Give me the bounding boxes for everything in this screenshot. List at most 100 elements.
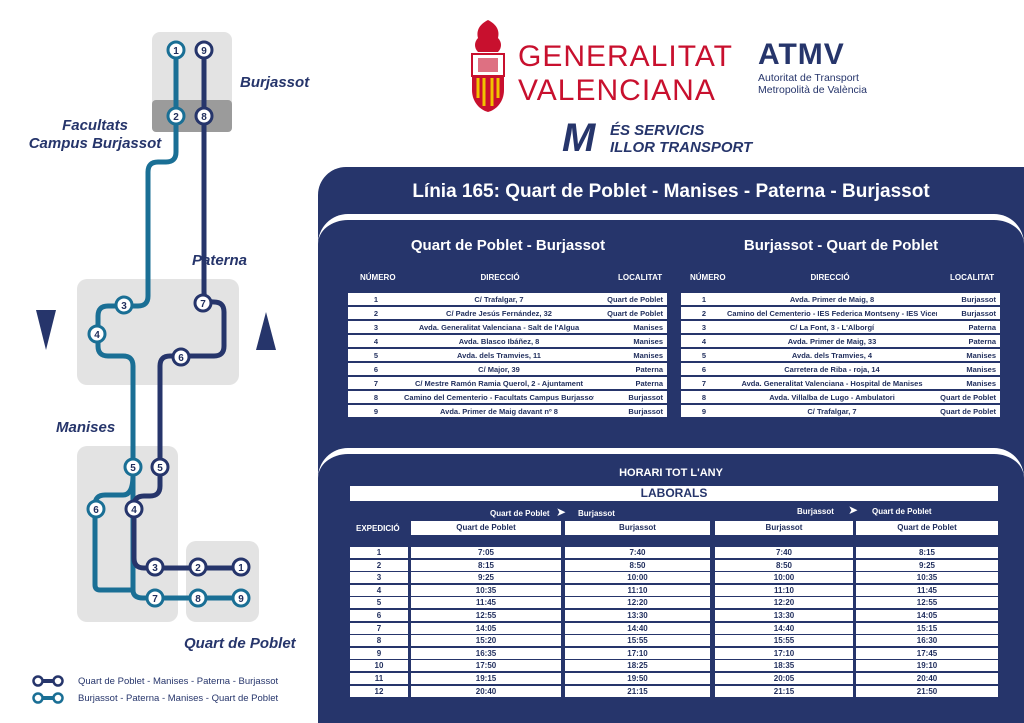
schedule-time-cell: 14:05 (411, 622, 561, 634)
qb-stop-5 (150, 457, 170, 477)
gva-logo: GENERALITAT VALENCIANA (466, 18, 732, 118)
slogan-line2: ILLOR TRANSPORT (610, 139, 753, 156)
qb-stop-num: 2 (373, 308, 379, 318)
schedule-time-cell: 17:45 (856, 647, 998, 659)
schedule-subtitle: LABORALS (350, 486, 998, 501)
slogan-mark: M (562, 116, 596, 160)
zone-quart (186, 541, 259, 622)
svg-text:2: 2 (173, 112, 179, 123)
bq-stop-direction: Avda. Generalitat Valenciana - Hospital … (741, 378, 923, 388)
bq-stop-locality: Manises (966, 364, 996, 374)
bq-stop-num: 6 (701, 364, 707, 374)
bq-stop-locality: Paterna (968, 322, 996, 332)
dir1-to: Burjassot (578, 509, 615, 518)
atmv-title: ATMV (758, 38, 845, 71)
bq-stop-locality: Burjassot (961, 308, 996, 318)
dir2-arrow-icon: ➤ (848, 503, 859, 517)
col-header-3: Burjassot (715, 521, 853, 535)
qb-stop-direction: Camino del Cementerio - Facultats Campus… (404, 392, 594, 402)
svg-text:4: 4 (131, 505, 137, 516)
qb-stop-locality: Quart de Poblet (607, 308, 663, 318)
schedule-time-cell: 7:05 (411, 547, 561, 558)
bq-stop-num: 1 (701, 294, 707, 304)
dir2-from: Burjassot (797, 507, 834, 516)
schedule-time-cell: 18:35 (715, 660, 853, 672)
qb-stop-locality: Paterna (635, 364, 663, 374)
expedicio-number: 4 (350, 584, 408, 596)
slogan-line1: ÉS SERVICIS (610, 122, 705, 139)
svg-text:5: 5 (157, 463, 163, 474)
schedule-time-cell: 10:00 (715, 572, 853, 584)
svg-text:4: 4 (94, 330, 100, 341)
qb-stop-6 (171, 347, 191, 367)
expedicio-number: 9 (350, 647, 408, 659)
qb-stop-locality: Manises (633, 322, 663, 332)
expedicio-number: 1 (350, 547, 408, 558)
schedule-time-cell: 19:10 (856, 660, 998, 672)
bq-stop-locality: Quart de Poblet (940, 406, 996, 416)
bq-stop-direction: Camino del Cementerio - IES Federica Mon… (727, 308, 937, 318)
qb-header-dir: DIRECCIÓ (480, 273, 520, 282)
expedicio-number: 2 (350, 559, 408, 571)
schedule-time-cell: 10:35 (856, 572, 998, 584)
gva-name-line2: VALENCIANA (518, 74, 716, 107)
map-label-quart: Quart de Poblet (184, 635, 296, 652)
legend-bq-icon (32, 692, 64, 704)
qb-stops-title: Quart de Poblet - Burjassot (410, 237, 606, 254)
qb-stop-num: 4 (373, 336, 379, 346)
svg-text:3: 3 (121, 301, 127, 312)
qb-stop-9 (194, 40, 214, 60)
qb-stop-direction: C/ Major, 39 (478, 364, 520, 374)
svg-text:8: 8 (195, 594, 201, 605)
bq-stop-num: 5 (701, 350, 707, 360)
schedule-time-cell: 11:10 (565, 584, 710, 596)
qb-stop-row: 8 Camino del Cementerio - Facultats Campu… (348, 391, 667, 403)
qb-stop-7 (193, 293, 213, 313)
schedule-time-cell: 17:50 (411, 660, 561, 672)
schedule-time-cell: 19:50 (565, 673, 710, 684)
qb-stop-num: 8 (373, 392, 379, 402)
schedule-time-cell: 7:40 (715, 547, 853, 558)
bq-stop-direction: Avda. Primer de Maig, 33 (787, 336, 877, 346)
stops-qb-markers: 9 8 7 6 5 4 3 2 1 (124, 40, 251, 577)
schedule-time-cell: 8:50 (715, 559, 853, 571)
svg-text:6: 6 (93, 505, 99, 516)
expedicio-number: 10 (350, 660, 408, 672)
atmv-subtitle-2: Metropolità de València (758, 84, 867, 96)
bq-stop-4 (87, 324, 107, 344)
expedicio-number: 12 (350, 685, 408, 697)
map-label-facultats-1: Facultats (62, 117, 128, 134)
bq-stop-9 (231, 588, 251, 608)
svg-text:3: 3 (152, 563, 158, 574)
bq-stop-locality: Manises (966, 350, 996, 360)
gva-name-line1: GENERALITAT (518, 40, 733, 73)
atmv-logo: ATMV Autoritat de Transport Metropolità … (758, 38, 898, 98)
schedule-time-cell: 10:00 (565, 572, 710, 584)
bq-stop-row: 8 Avda. Villalba de Lugo - Ambulatori Quar… (681, 391, 1000, 403)
bq-stop-direction: Avda. dels Tramvies, 4 (791, 350, 873, 360)
schedule-time-cell: 14:40 (715, 622, 853, 634)
expedicio-number: 8 (350, 635, 408, 647)
bq-stop-num: 8 (701, 392, 707, 402)
qb-stop-direction: Avda. Blasco Ibáñez, 8 (458, 336, 540, 346)
zone-manises (77, 446, 178, 622)
qb-stop-direction: Avda. Primer de Maig davant nº 8 (440, 406, 558, 416)
schedule-time-cell: 14:40 (565, 622, 710, 634)
qb-stop-2 (188, 557, 208, 577)
col-header-2: Burjassot (565, 521, 710, 535)
bq-stop-direction: Avda. Villalba de Lugo - Ambulatori (769, 392, 895, 402)
slogan: M ÉS SERVICIS ILLOR TRANSPORT (562, 116, 792, 160)
schedule-time-cell: 8:15 (411, 559, 561, 571)
schedule-time-cell: 11:45 (856, 584, 998, 596)
schedule-time-cell: 21:50 (856, 685, 998, 697)
schedule-time-cell: 20:05 (715, 673, 853, 684)
bq-stop-locality: Quart de Poblet (940, 392, 996, 402)
